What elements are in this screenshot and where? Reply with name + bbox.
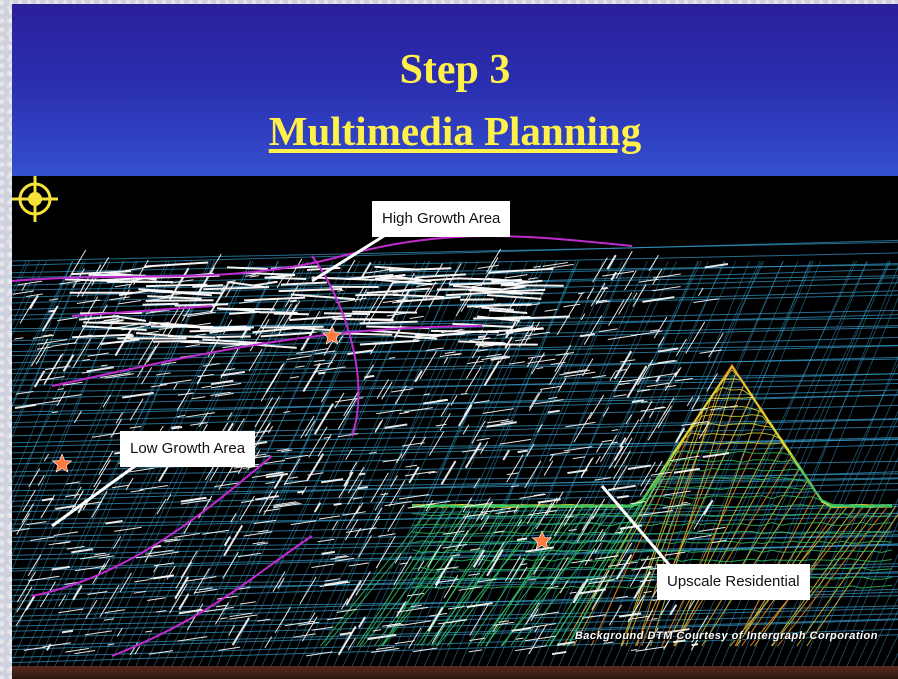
label-low-growth-area: Low Growth Area [120, 431, 256, 467]
terrain-wireframe [12, 232, 898, 666]
pointer-upscale [600, 485, 679, 575]
slide-subtitle: Multimedia Planning [268, 108, 642, 154]
slide-title: Step 3 [399, 47, 511, 93]
label-upscale-residential: Upscale Residential [657, 564, 810, 600]
star-marker-icon [51, 453, 73, 473]
terrain-map: High Growth Area Low Growth Area Upscale… [12, 176, 898, 666]
star-marker-icon [321, 325, 343, 345]
terrain-ridge-mesh [320, 363, 898, 647]
bottom-bar [12, 666, 898, 679]
pointer-low-growth [51, 459, 143, 528]
map-credit: Background DTM Courtesy of Intergraph Co… [574, 630, 878, 642]
boundary-lines [12, 235, 633, 657]
label-high-growth-area: High Growth Area [372, 201, 511, 237]
pointer-high-growth [311, 232, 388, 283]
crosshair-logo-icon [12, 176, 58, 222]
star-marker-icon [531, 530, 553, 550]
street-network [12, 248, 739, 657]
slide: Step 3 Multimedia Planning High Growth A… [12, 4, 898, 679]
